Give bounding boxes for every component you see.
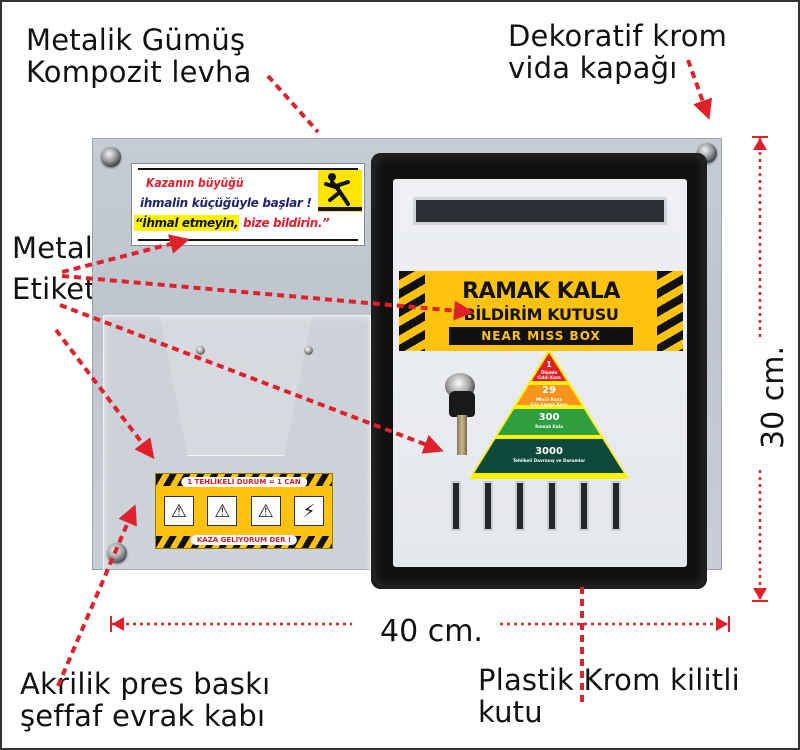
vent-slot <box>611 481 621 531</box>
pyramid-level <box>516 385 582 405</box>
divider <box>138 239 358 241</box>
rivet-icon <box>304 346 313 355</box>
divider <box>138 168 358 170</box>
pyramid-level <box>497 409 601 435</box>
pyramid-level <box>531 353 567 381</box>
slip-fall-warning-icon <box>318 170 362 212</box>
vent-slot <box>451 481 461 531</box>
vent-slot <box>547 481 557 531</box>
screw-cap-icon <box>101 147 121 167</box>
slip-icon: ⚠ <box>164 496 194 526</box>
pyramid-level-value: 1 <box>546 360 552 369</box>
sticker-line-1: Kazanın büyüğü <box>146 176 244 190</box>
pyramid-level-sub: Ciddi Kaza <box>537 375 561 380</box>
near-miss-sticker: RAMAK KALA BİLDİRİM KUTUSU NEAR MISS BOX <box>399 271 683 351</box>
pyramid-level-value: 29 <box>542 385 556 396</box>
lockable-box: RAMAK KALA BİLDİRİM KUTUSU NEAR MISS BOX… <box>371 153 707 589</box>
pyramid-level <box>474 439 624 473</box>
letter-slot[interactable] <box>413 197 667 225</box>
sticker-bottom-text: KAZA GELİYORUM DER ! <box>190 535 298 545</box>
electric-shock-icon: ⚡ <box>293 496 324 526</box>
callout-line: Dekoratif krom <box>508 19 728 53</box>
pyramid-level-label: Minör Kaza <box>536 397 562 402</box>
sticker-highlight-text: “İhmal etmeyin, <box>134 215 240 231</box>
callout-line: Akrilik pres baskı <box>20 667 271 701</box>
callout-lock-box: Plastik Krom kilitli kutu <box>478 664 740 729</box>
warning-sticker-top: Kazanın büyüğü ihmalin küçüğüyle başlar … <box>131 163 365 246</box>
callout-line: Plastik Krom kilitli <box>478 663 740 697</box>
stair-fall-icon: ⚠ <box>250 496 281 526</box>
sticker-red-text: bize bildirin.” <box>239 216 330 230</box>
key-blade-icon <box>457 415 467 455</box>
sticker-top-text: 1 TEHLİKELİ DURUM = 1 CAN <box>181 477 307 487</box>
callout-line: Kompozit levha <box>26 55 252 90</box>
vent-slot <box>579 481 589 531</box>
callout-line: Metal <box>12 231 94 265</box>
pyramid-level-label: Tehlikeli Davranış ve Durumlar <box>513 458 586 463</box>
pyramid-level-label: Ramak Kala <box>535 424 563 429</box>
callout-acrylic-holder: Akrilik pres baskı şeffaf evrak kabı <box>20 668 270 733</box>
callout-line: vida kapağı <box>508 51 678 86</box>
box-door: RAMAK KALA BİLDİRİM KUTUSU NEAR MISS BOX… <box>393 179 687 567</box>
callout-metal-label: Metal Etiket <box>12 228 96 309</box>
sticker-line-2: ihmalin küçüğüyle başlar ! <box>140 196 312 210</box>
vent-slot <box>483 481 493 531</box>
sticker-title-2: BİLDİRİM KUTUSU <box>463 305 619 324</box>
chair-fall-icon: ⚠ <box>207 496 238 526</box>
callout-line: Metalik Gümüş <box>26 23 246 57</box>
sticker-title-1: RAMAK KALA <box>462 279 620 304</box>
callout-line: kutu <box>478 695 543 730</box>
rivet-icon <box>196 346 205 355</box>
width-dimension-label: 40 cm. <box>380 614 483 649</box>
pyramid-level-value: 300 <box>539 412 560 423</box>
pyramid-level-value: 3000 <box>535 446 563 457</box>
key-head-icon[interactable] <box>449 391 475 417</box>
pyramid-level-sub: Gün kayıplı Kaza <box>530 402 568 407</box>
height-dimension-label: 30 cm. <box>755 346 791 449</box>
hazard-sticker-holder: 1 TEHLİKELİ DURUM = 1 CAN ⚠ ⚠ ⚠ ⚡ KAZA G… <box>155 473 333 549</box>
sticker-line-3: “İhmal etmeyin, bize bildirin.” <box>134 215 330 231</box>
sticker-subtitle: NEAR MISS BOX <box>449 327 633 345</box>
holder-pocket <box>160 316 312 456</box>
callout-line: Etiket <box>12 271 96 306</box>
vent-slots <box>451 481 621 537</box>
callout-screw-cap: Dekoratif krom vida kapağı <box>508 20 727 85</box>
callout-line: şeffaf evrak kabı <box>20 699 266 734</box>
callout-composite-panel: Metalik Gümüş Kompozit levha <box>26 24 252 89</box>
vent-slot <box>515 481 525 531</box>
pyramid-level-label: Ölümle <box>541 370 558 375</box>
composite-panel: Kazanın büyüğü ihmalin küçüğüyle başlar … <box>92 138 722 589</box>
hazard-stripes <box>657 271 683 351</box>
hazard-icons-row: ⚠ ⚠ ⚠ ⚡ <box>164 496 324 526</box>
